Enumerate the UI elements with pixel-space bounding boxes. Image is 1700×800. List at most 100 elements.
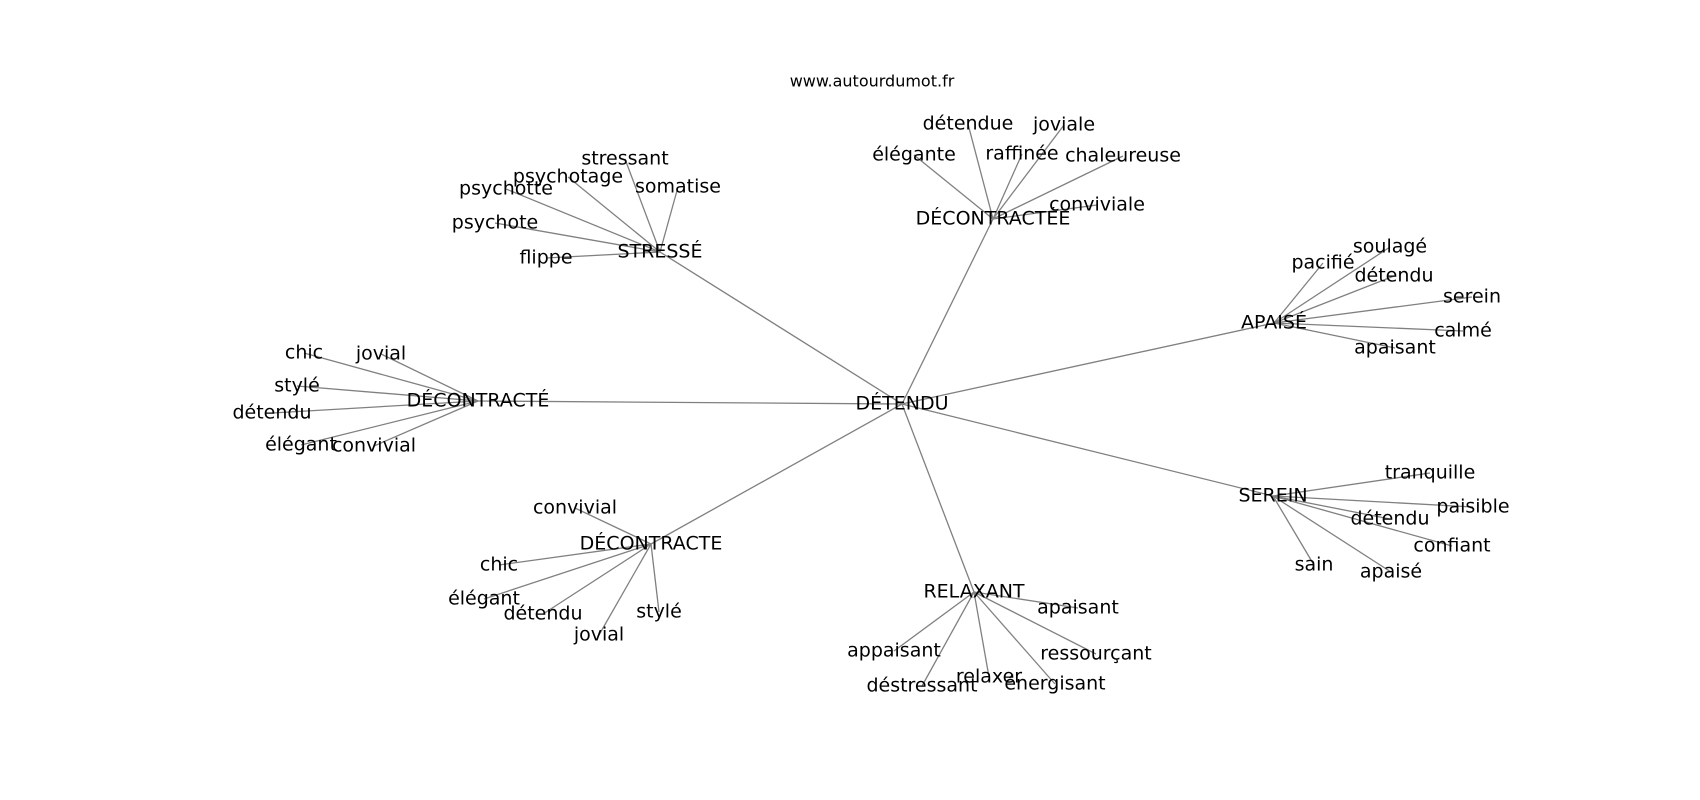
word-node-label[interactable]: tranquille <box>1385 462 1476 484</box>
word-node-label[interactable]: convivial <box>533 497 617 519</box>
word-node-label[interactable]: somatise <box>635 176 721 198</box>
word-node-label[interactable]: paisible <box>1436 496 1509 518</box>
group-node-label[interactable]: DÉCONTRACTE <box>580 532 723 555</box>
word-node-label[interactable]: joviale <box>1032 114 1095 136</box>
word-node-label[interactable]: chic <box>285 342 323 364</box>
group-node-label[interactable]: APAISÉ <box>1241 311 1307 334</box>
edge-group-to-word <box>545 251 661 259</box>
edge-group-to-word <box>542 543 652 615</box>
edge-group-to-word <box>598 543 652 636</box>
edge-group-to-word <box>1273 262 1324 324</box>
group-node-label[interactable]: DÉCONTRACTÉ <box>407 389 550 412</box>
edge-group-to-word <box>303 352 479 402</box>
word-node-label[interactable]: relaxer <box>956 666 1022 688</box>
edge-group-to-word <box>574 507 652 545</box>
graph-labels: www.autourdumot.fr DÉTENDU DÉCONTRACTÉE dé… <box>232 72 1509 697</box>
word-node-label[interactable]: raffinée <box>985 143 1058 165</box>
word-node-label[interactable]: énergisant <box>1004 673 1105 695</box>
word-node-label[interactable]: chic <box>480 554 518 576</box>
edge-group-to-word <box>1272 472 1431 497</box>
word-node-label[interactable]: élégante <box>872 144 956 166</box>
word-node-label[interactable]: stylé <box>274 375 320 397</box>
edge-center-to-group <box>659 251 903 405</box>
edge-group-to-word <box>1272 495 1453 547</box>
edge-center-to-group <box>901 218 994 405</box>
edge-group-to-word <box>913 154 994 220</box>
edge-group-to-word <box>1273 275 1395 324</box>
edge-group-to-word <box>1272 495 1391 520</box>
edge-group-to-word <box>1273 322 1396 349</box>
edge-group-to-word <box>992 155 1124 220</box>
edge-center-to-group <box>477 400 903 405</box>
word-node-label[interactable]: psychotte <box>459 178 553 200</box>
word-node-label[interactable]: sain <box>1295 554 1334 576</box>
edge-group-to-word <box>271 400 479 414</box>
edge-group-to-word <box>973 591 1056 685</box>
edge-group-to-word <box>300 400 479 446</box>
word-node-label[interactable]: chaleureuse <box>1065 145 1181 167</box>
word-node-label[interactable]: jovial <box>355 343 406 365</box>
word-node-label[interactable]: soulagé <box>1353 236 1427 258</box>
word-node-label[interactable]: psychotage <box>513 166 623 188</box>
edge-center-to-group <box>901 403 1274 497</box>
word-node-label[interactable]: déstressant <box>866 675 977 697</box>
word-node-label[interactable]: calmé <box>1434 320 1492 342</box>
edge-center-to-group <box>650 403 903 545</box>
edge-group-to-word <box>494 222 661 253</box>
edge-group-to-word <box>893 591 975 652</box>
word-node-label[interactable]: élégant <box>448 588 520 610</box>
edge-center-to-group <box>901 322 1275 405</box>
edge-group-to-word <box>624 158 661 253</box>
edge-group-to-word <box>659 186 679 253</box>
edge-group-to-word <box>505 188 661 253</box>
word-node-label[interactable]: jovial <box>573 624 624 646</box>
edge-center-to-group <box>901 403 975 593</box>
word-node-label[interactable]: convivial <box>332 435 416 457</box>
word-node-label[interactable]: flippe <box>519 247 572 269</box>
source-label[interactable]: www.autourdumot.fr <box>790 72 955 91</box>
edge-group-to-word <box>992 124 1065 220</box>
word-node-label[interactable]: détendu <box>232 402 311 424</box>
edge-group-to-word <box>973 591 990 678</box>
edge-group-to-word <box>921 591 975 687</box>
word-node-label[interactable]: apaisant <box>1354 337 1436 359</box>
word-node-label[interactable]: appaisant <box>847 640 941 662</box>
edge-group-to-word <box>567 176 661 253</box>
word-node-label[interactable]: détendu <box>1350 508 1429 530</box>
word-node-label[interactable]: serein <box>1443 286 1501 308</box>
word-node-label[interactable]: stressant <box>581 148 668 170</box>
group-node-label[interactable]: STRESSÉ <box>618 240 703 263</box>
group-node-label[interactable]: SEREIN <box>1238 485 1307 507</box>
word-node-label[interactable]: détendue <box>923 113 1014 135</box>
edge-group-to-word <box>1272 495 1315 566</box>
group-node-label[interactable]: RELAXANT <box>923 581 1024 603</box>
edge-group-to-word <box>296 385 479 402</box>
word-node-label[interactable]: pacifié <box>1291 252 1354 274</box>
edge-group-to-word <box>1272 495 1392 573</box>
word-node-label[interactable]: confiant <box>1413 535 1490 557</box>
edge-group-to-word <box>1272 495 1474 508</box>
edge-group-to-word <box>1273 296 1473 324</box>
word-node-label[interactable]: conviviale <box>1049 194 1145 216</box>
word-node-label[interactable]: ressourçant <box>1040 643 1152 665</box>
word-node-label[interactable]: détendu <box>1354 265 1433 287</box>
edge-group-to-word <box>973 591 1097 655</box>
edge-group-to-word <box>1273 322 1464 332</box>
word-node-label[interactable]: détendu <box>503 603 582 625</box>
edge-group-to-word <box>373 400 479 447</box>
edge-group-to-word <box>992 153 1023 220</box>
word-node-label[interactable]: stylé <box>636 601 682 623</box>
edge-group-to-word <box>380 353 479 402</box>
word-node-label[interactable]: apaisé <box>1360 561 1422 583</box>
edge-group-to-word <box>650 543 660 613</box>
edge-group-to-word <box>1273 246 1391 324</box>
edge-group-to-word <box>498 543 652 566</box>
graph-edges <box>271 123 1474 687</box>
edge-group-to-word <box>973 591 1079 609</box>
word-node-label[interactable]: psychote <box>452 212 538 234</box>
group-node-label[interactable]: DÉCONTRACTÉE <box>916 207 1071 230</box>
word-node-label[interactable]: apaisant <box>1037 597 1119 619</box>
word-node-label[interactable]: élégant <box>265 434 337 456</box>
center-node-label[interactable]: DÉTENDU <box>856 392 949 415</box>
